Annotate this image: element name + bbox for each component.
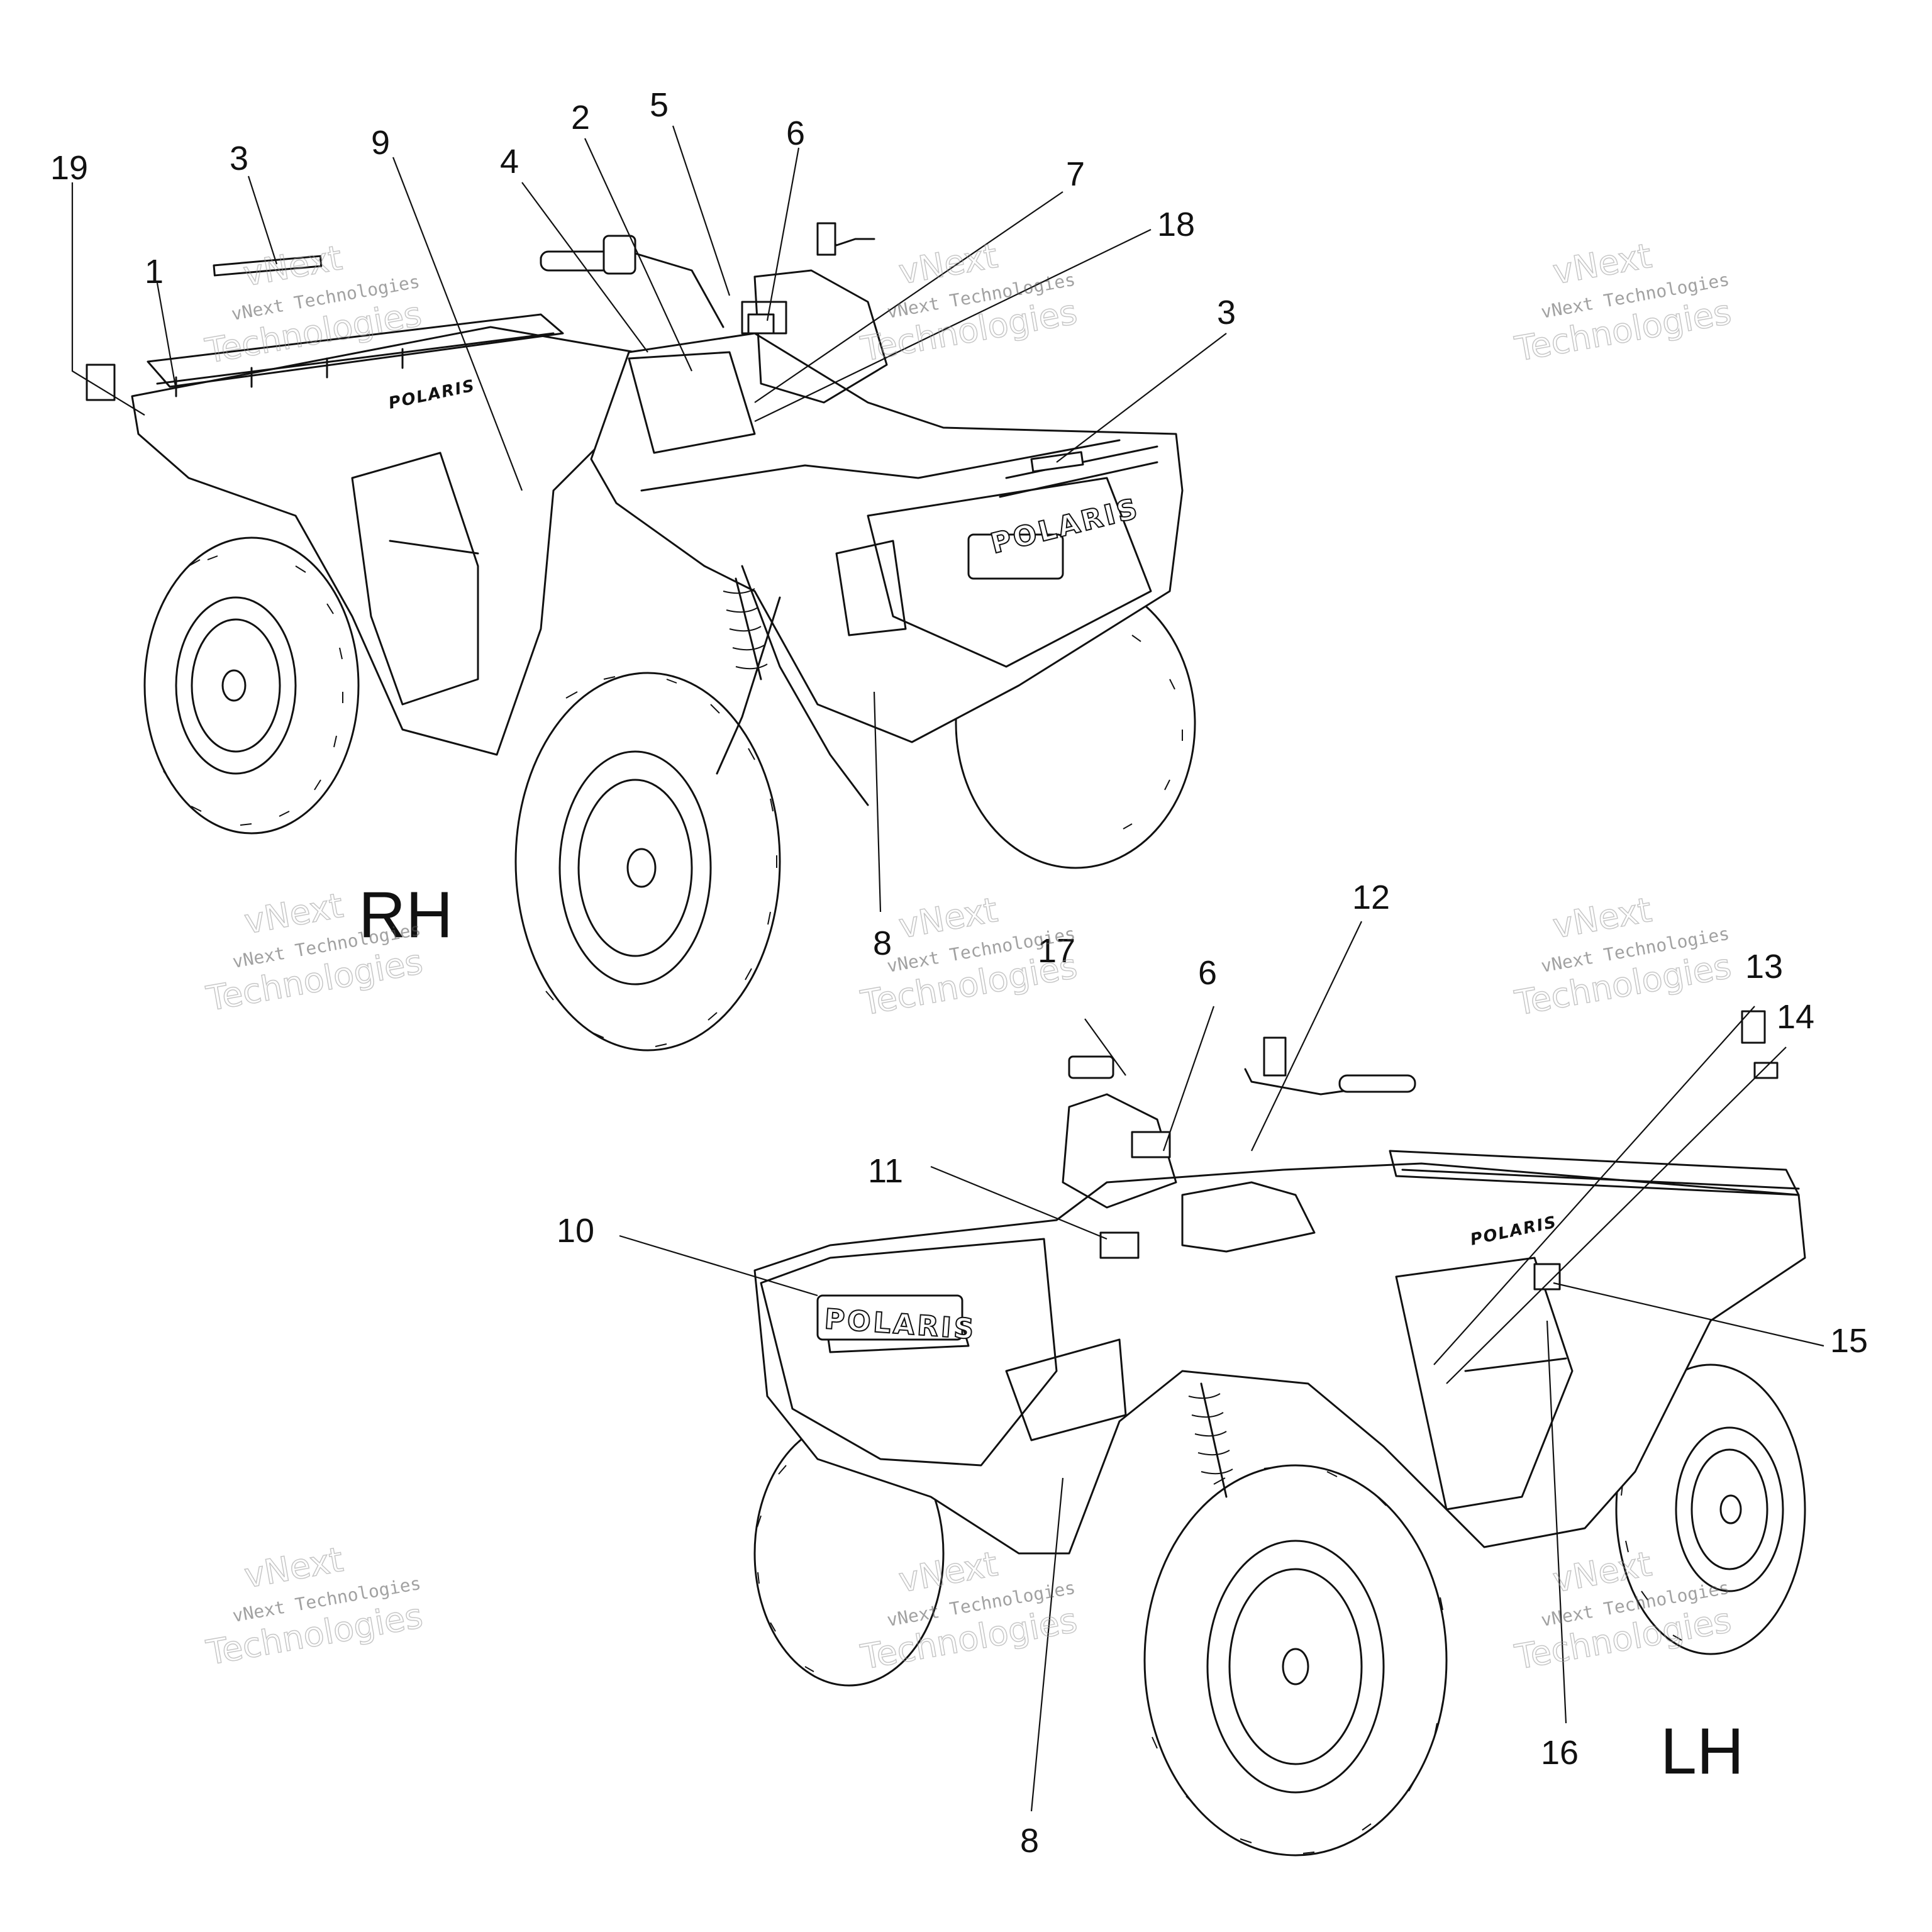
rh-handlebar — [540, 222, 888, 404]
watermark: vNext Technologies vNext Technologies — [203, 885, 426, 1019]
svg-text:vNext: vNext — [1550, 236, 1654, 292]
callout-3b: 3 — [1217, 294, 1236, 331]
view-label-lh: LH — [1660, 1715, 1744, 1788]
lh-decal-11 — [1099, 1231, 1140, 1259]
watermark: vNext Technologies vNext Technologies — [857, 235, 1080, 369]
lh-handlebar — [1062, 1036, 1416, 1259]
rh-front-shock — [723, 577, 768, 680]
callout-5: 5 — [650, 86, 669, 124]
leader-lines — [71, 125, 1824, 1812]
rh-rear-fender: POLARIS — [131, 313, 643, 756]
svg-text:vNext: vNext — [242, 1540, 346, 1596]
callout-6-lh: 6 — [1198, 954, 1217, 992]
callout-14: 14 — [1777, 998, 1814, 1036]
callout-9: 9 — [371, 124, 390, 162]
callout-12: 12 — [1352, 879, 1390, 916]
rh-rear-wheel — [143, 536, 360, 835]
callout-1: 1 — [145, 253, 164, 291]
lh-far-front-wheel — [753, 1420, 945, 1687]
rh-decal-3-rack — [213, 255, 323, 277]
callout-8-rh: 8 — [873, 924, 892, 962]
lh-decal-15 — [1533, 1263, 1561, 1291]
view-label-rh: RH — [358, 879, 453, 952]
watermark: vNext Technologies vNext Technologies — [1511, 235, 1735, 369]
callout-15: 15 — [1830, 1322, 1868, 1360]
rh-body: POLARIS — [590, 332, 1184, 806]
callout-6: 6 — [786, 114, 805, 152]
svg-text:vNext: vNext — [1550, 890, 1654, 946]
svg-text:vNext: vNext — [242, 886, 346, 941]
callout-10: 10 — [557, 1212, 594, 1250]
lh-front-wheel — [1143, 1464, 1448, 1857]
svg-text:vNext: vNext — [896, 236, 1000, 292]
lh-front-shock — [1188, 1382, 1233, 1498]
callout-4: 4 — [500, 143, 519, 180]
callout-16: 16 — [1541, 1734, 1579, 1772]
rh-front-wheel — [514, 672, 781, 1052]
watermark: vNext Technologies vNext Technologies — [1511, 889, 1735, 1023]
callout-2: 2 — [571, 99, 590, 136]
callout-13: 13 — [1745, 948, 1783, 985]
svg-text:vNext: vNext — [896, 890, 1000, 946]
lh-decal-14 — [1753, 1062, 1779, 1079]
callout-7: 7 — [1066, 155, 1085, 193]
lh-decal-6 — [1131, 1131, 1171, 1158]
callouts-rh: 19 3 1 9 4 2 5 6 7 18 3 8 — [50, 86, 1236, 962]
callout-3: 3 — [230, 140, 248, 177]
lh-rear-wheel — [1615, 1363, 1806, 1655]
rh-decal-6 — [747, 313, 775, 335]
callout-17: 17 — [1038, 932, 1075, 970]
callout-8-lh: 8 — [1020, 1822, 1039, 1860]
watermark: vNext Technologies vNext Technologies — [203, 1539, 426, 1673]
callout-19: 19 — [50, 149, 88, 187]
atv-lh-view: POLARIS POLARIS — [753, 1010, 1806, 1857]
callout-18: 18 — [1157, 206, 1195, 243]
callouts-lh: 17 6 12 13 14 11 10 15 16 8 — [557, 879, 1868, 1860]
callout-11: 11 — [868, 1152, 903, 1190]
svg-text:vNext: vNext — [240, 238, 345, 294]
atv-rh-view: POLARIS POLARIS — [86, 222, 1196, 1052]
